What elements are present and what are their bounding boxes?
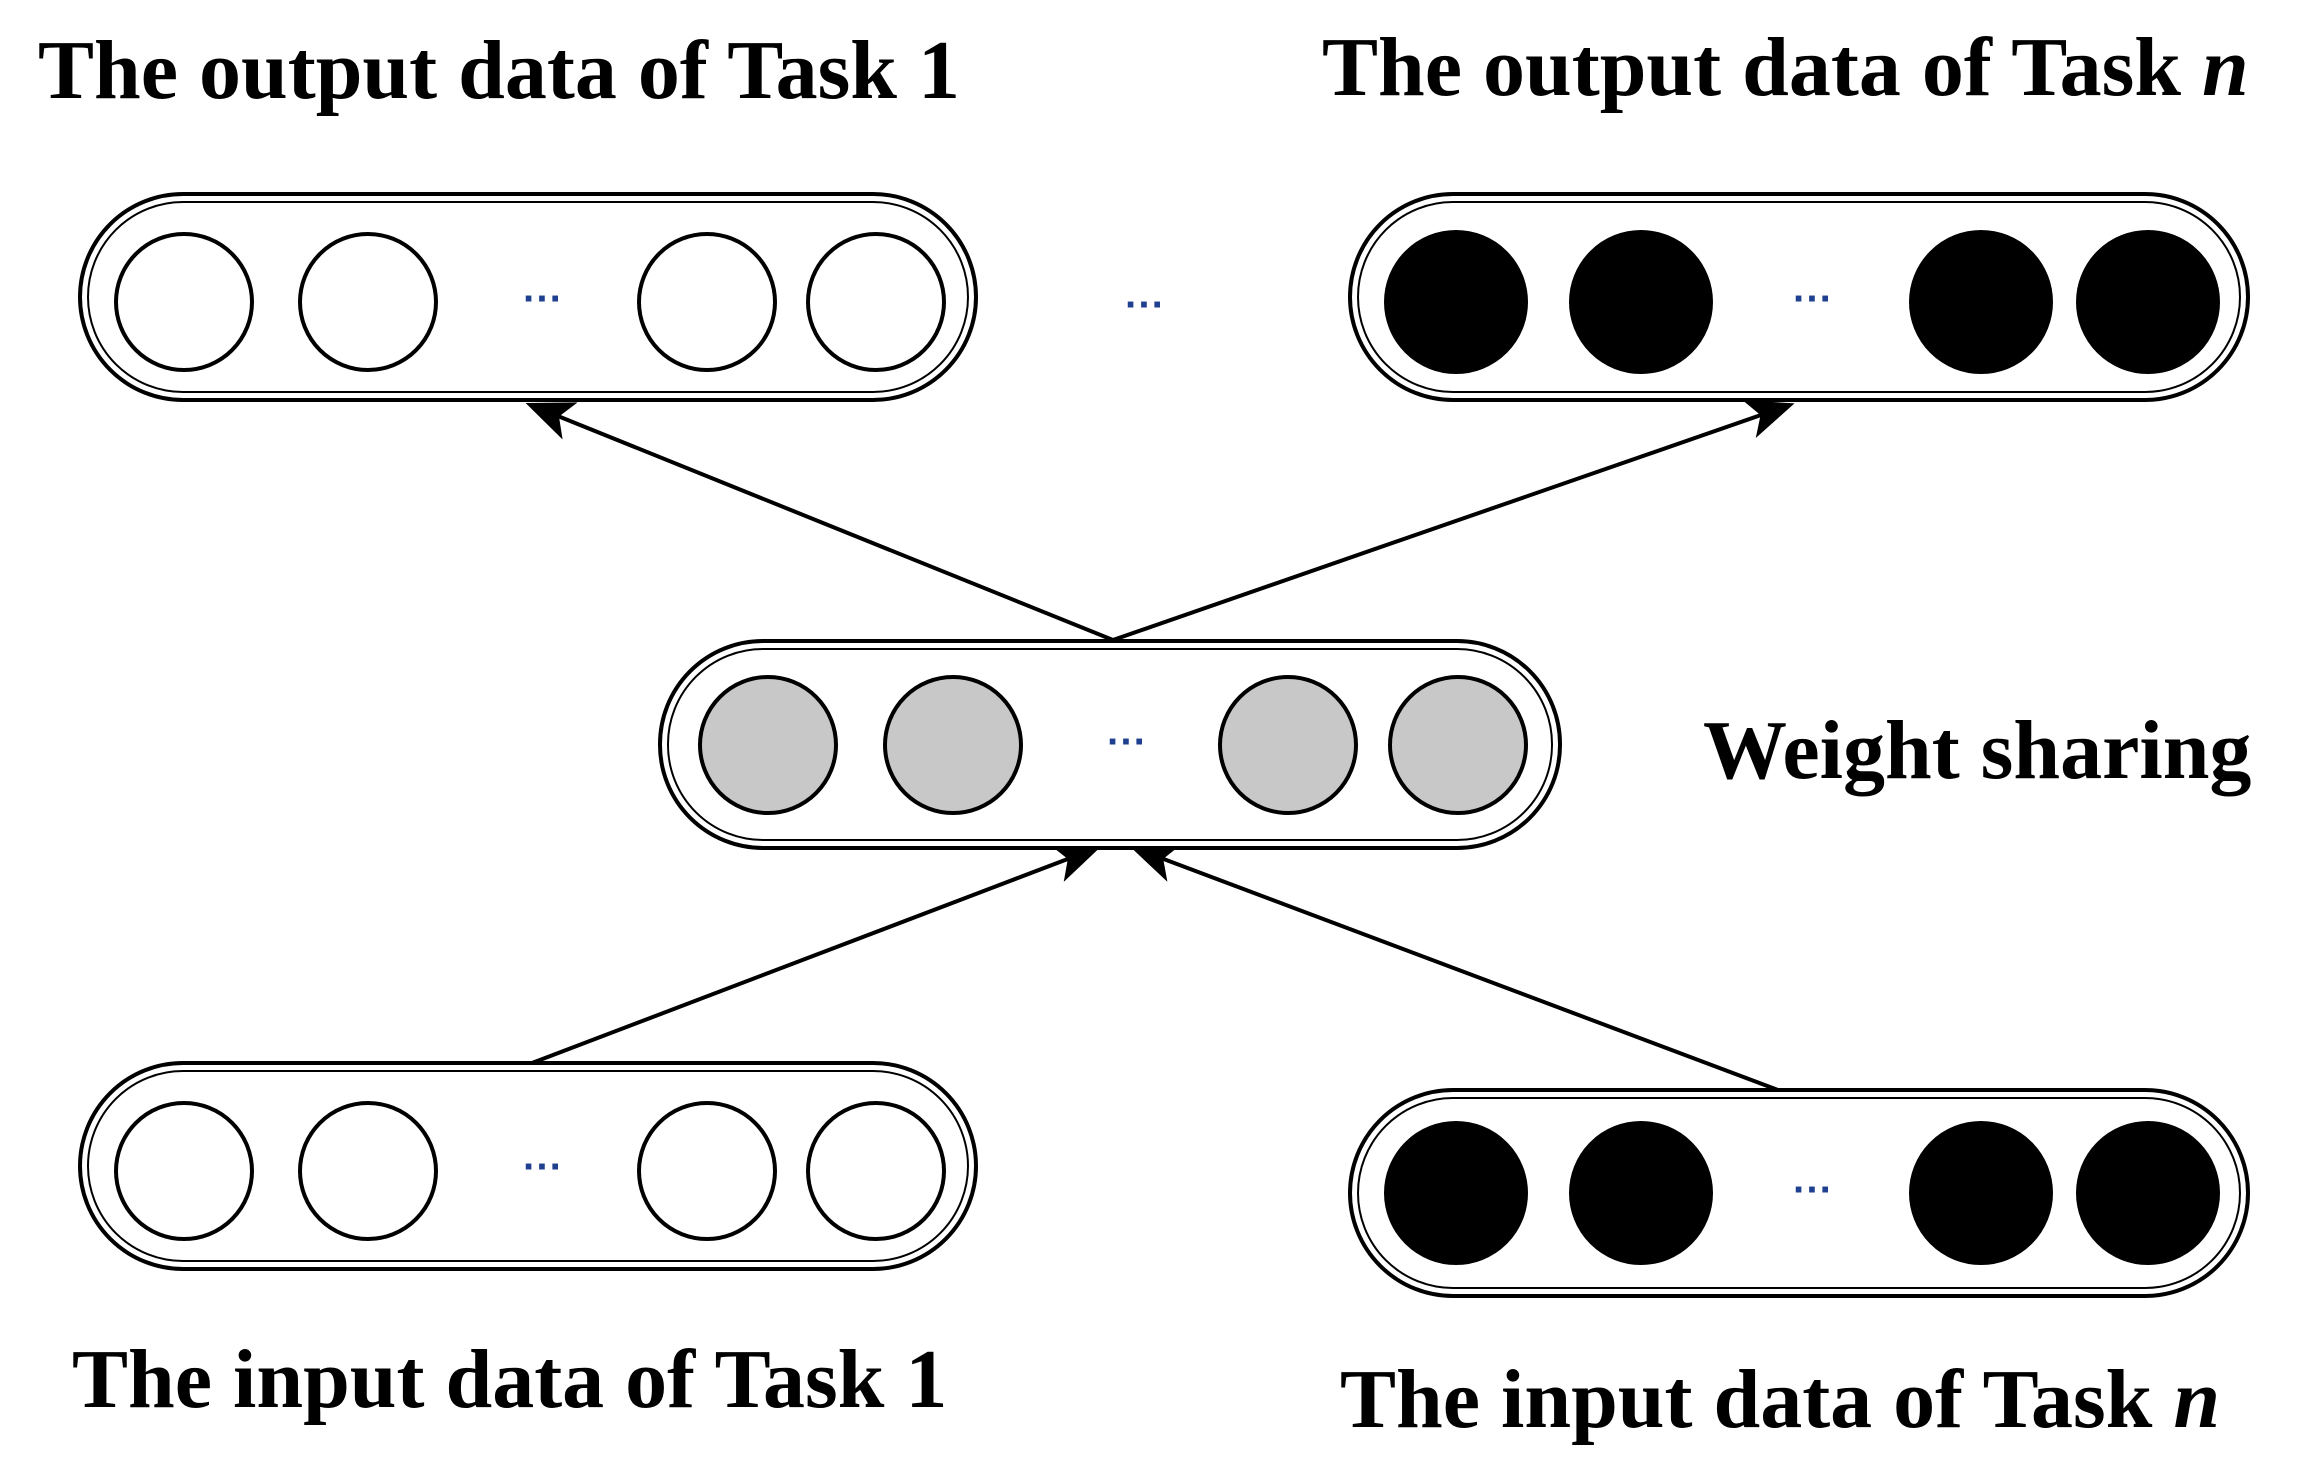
- arrow-input-task1-to-shared: [531, 844, 1102, 1065]
- shared-node: [1218, 675, 1358, 815]
- ellipsis: ···: [1107, 720, 1147, 764]
- input-taskn-layer: ···: [1348, 1088, 2250, 1298]
- layer-ellipsis: ···: [1125, 283, 1165, 327]
- input-task1-node: [298, 1101, 438, 1241]
- ellipsis: ···: [1793, 277, 1833, 321]
- output-taskn-node: [1569, 230, 1713, 374]
- output-taskn-node: [1384, 230, 1528, 374]
- shared-node: [1388, 675, 1528, 815]
- input-taskn-node: [2076, 1121, 2220, 1265]
- input-task1-label: The input data of Task 1: [72, 1333, 947, 1426]
- shared-node: [698, 675, 838, 815]
- output-task1-node: [806, 232, 946, 372]
- shared-layer: ···: [658, 639, 1562, 850]
- arrow-input-taskn-to-shared: [1129, 844, 1779, 1092]
- output-taskn-label: The output data of Task n: [1322, 21, 2249, 114]
- ellipsis: ···: [1793, 1168, 1833, 1212]
- shared-node: [883, 675, 1023, 815]
- input-taskn-node: [1569, 1121, 1713, 1265]
- input-task1-node: [114, 1101, 254, 1241]
- input-taskn-node: [1909, 1121, 2053, 1265]
- weight-sharing-label: Weight sharing: [1703, 704, 2251, 797]
- output-taskn-node: [1909, 230, 2053, 374]
- output-task1-node: [298, 232, 438, 372]
- input-task1-node: [806, 1101, 946, 1241]
- output-taskn-node: [2076, 230, 2220, 374]
- output-task1-label: The output data of Task 1: [38, 24, 960, 117]
- input-task1-node: [637, 1101, 777, 1241]
- input-task1-layer: ···: [78, 1061, 978, 1271]
- output-task1-node: [114, 232, 254, 372]
- output-taskn-layer: ···: [1348, 192, 2250, 402]
- ellipsis: ···: [523, 1145, 563, 1189]
- output-task1-node: [637, 232, 777, 372]
- input-taskn-label: The input data of Task n: [1340, 1353, 2220, 1446]
- arrow-shared-to-output-taskn: [1112, 400, 1795, 642]
- ellipsis: ···: [523, 277, 563, 321]
- arrow-shared-to-output-task1: [525, 402, 1114, 642]
- input-taskn-node: [1384, 1121, 1528, 1265]
- output-task1-layer: ···: [78, 192, 978, 402]
